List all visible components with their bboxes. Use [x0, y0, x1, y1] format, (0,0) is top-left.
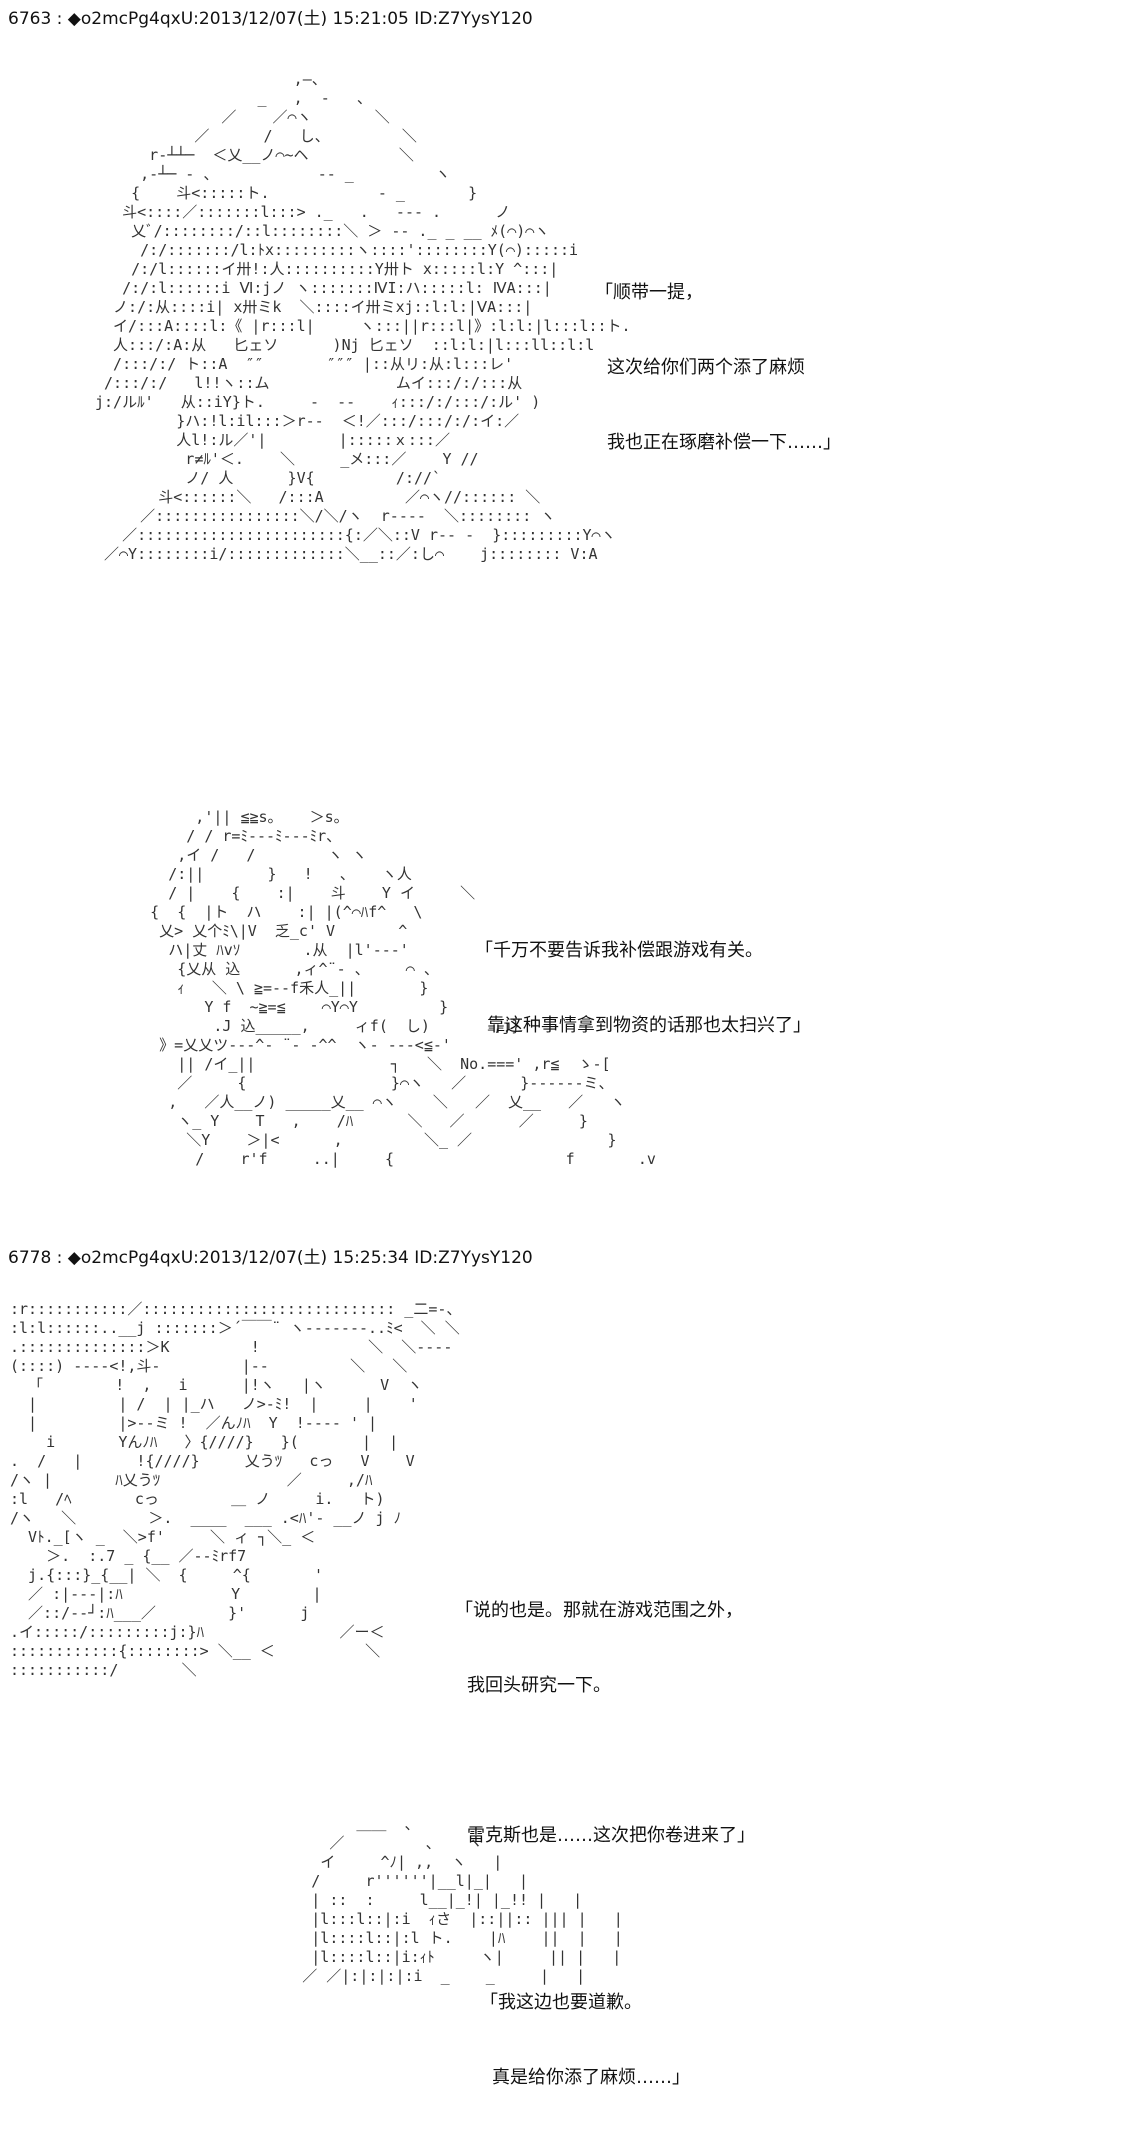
dialogue-block: 「我这边也要道歉。 真是给你添了麻烦……」 [480, 1940, 690, 2140]
post-header-6778: 6778 : ◆o2mcPg4qxU:2013/12/07(土) 15:25:3… [8, 1248, 533, 1268]
dialogue-line: 我也正在琢磨补偿一下……」 [607, 432, 841, 453]
ascii-art-character-with-hat: ,—、 _ , ‐ 、 ／ ／⌒ヽ ＼ ／ / し、 ＼ r‐┴┴─ ＜乂__ノ… [95, 70, 631, 563]
dialogue-spacer [455, 1748, 755, 1773]
dialogue-line: 「顺带一提， [595, 282, 703, 303]
dialogue-line: 这次给你们两个添了麻烦 [607, 357, 805, 378]
dialogue-block: 「说的也是。那就在游戏范围之外， 我回头研究一下。 雷克斯也是……这次把你卷进来… [455, 1548, 755, 1898]
post-header-6763: 6763 : ◆o2mcPg4qxU:2013/12/07(土) 15:21:0… [8, 9, 533, 29]
dialogue-line: 「说的也是。那就在游戏范围之外， [455, 1600, 743, 1621]
dialogue-block: 「千万不要告诉我补偿跟游戏有关。 靠这种事情拿到物资的话那也太扫兴了」 [475, 888, 811, 1088]
dialogue-line: 「千万不要告诉我补偿跟游戏有关。 [475, 940, 763, 961]
dialogue-line: 靠这种事情拿到物资的话那也太扫兴了」 [487, 1015, 811, 1036]
dialogue-block: 「顺带一提， 这次给你们两个添了麻烦 我也正在琢磨补偿一下……」 [595, 230, 841, 505]
ascii-art-character-with-dog: ,'|| ≦≧s。 ＞s。 / / r=ﾐ‐‐‐ﾐ‐‐‐ﾐr、 ,イ / / ヽ… [150, 808, 656, 1168]
dialogue-line: 雷克斯也是……这次把你卷进来了」 [467, 1825, 755, 1846]
dialogue-line: 我回头研究一下。 [467, 1675, 611, 1696]
ascii-art-character-building: ＿＿ 、 ／ 、 ヽ イ ^ﾉ| ,, ヽ | / r''''''|__l|_|… [302, 1815, 623, 1985]
dialogue-line: 「我这边也要道歉。 [480, 1992, 642, 2013]
ascii-art-character-close-up: :r:::::::::::／::::::::::::::::::::::::::… [10, 1300, 462, 1679]
dialogue-line: 真是给你添了麻烦……」 [492, 2067, 690, 2088]
